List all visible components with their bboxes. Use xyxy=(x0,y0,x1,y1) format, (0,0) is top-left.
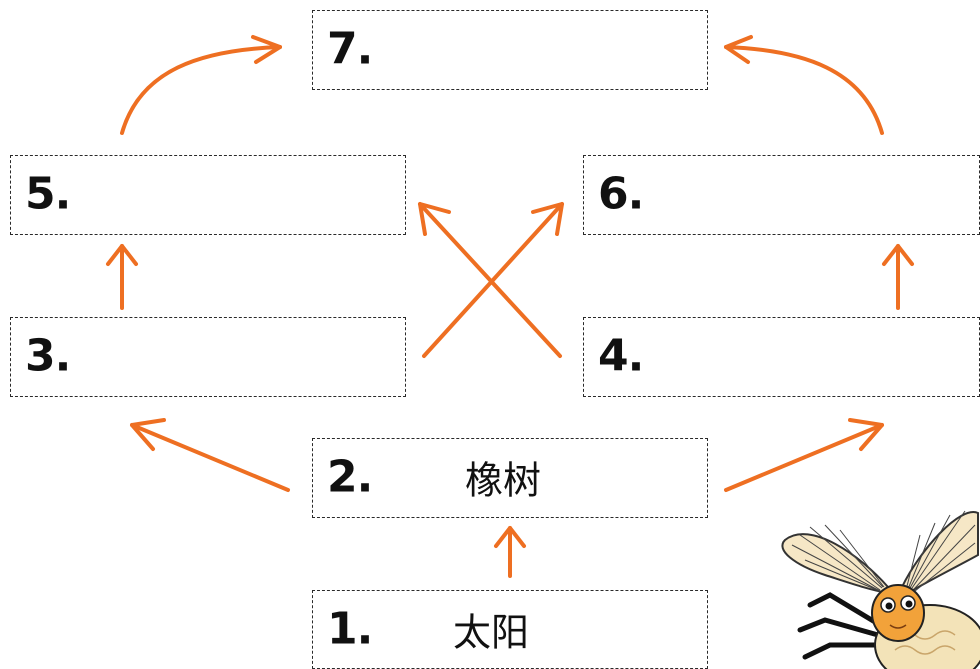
arrow-1-to-2 xyxy=(494,526,526,578)
node-number: 2. xyxy=(327,451,373,503)
node-number: 7. xyxy=(327,23,373,75)
node-1: 1. 太阳 xyxy=(312,590,708,669)
arrow-4-to-6 xyxy=(882,244,914,310)
arrow-6-to-7 xyxy=(724,35,884,135)
node-number: 5. xyxy=(25,168,71,220)
arrow-5-to-7 xyxy=(120,35,282,135)
moth-icon xyxy=(781,510,980,669)
arrow-2-to-3 xyxy=(130,418,290,492)
node-number: 4. xyxy=(598,330,644,382)
node-2: 2. 橡树 xyxy=(312,438,708,518)
node-4: 4. xyxy=(583,317,980,397)
node-6: 6. xyxy=(583,155,980,235)
node-label: 太阳 xyxy=(453,609,530,654)
arrow-4-to-5 xyxy=(418,202,562,358)
node-5: 5. xyxy=(10,155,406,235)
arrow-2-to-4 xyxy=(724,418,884,492)
node-number: 6. xyxy=(598,168,644,220)
node-label: 橡树 xyxy=(465,458,542,503)
node-3: 3. xyxy=(10,317,406,397)
arrow-3-to-5 xyxy=(106,244,138,310)
node-7: 7. xyxy=(312,10,708,90)
arrow-3-to-6 xyxy=(422,202,564,358)
node-number: 1. xyxy=(327,602,373,654)
node-number: 3. xyxy=(25,330,71,382)
